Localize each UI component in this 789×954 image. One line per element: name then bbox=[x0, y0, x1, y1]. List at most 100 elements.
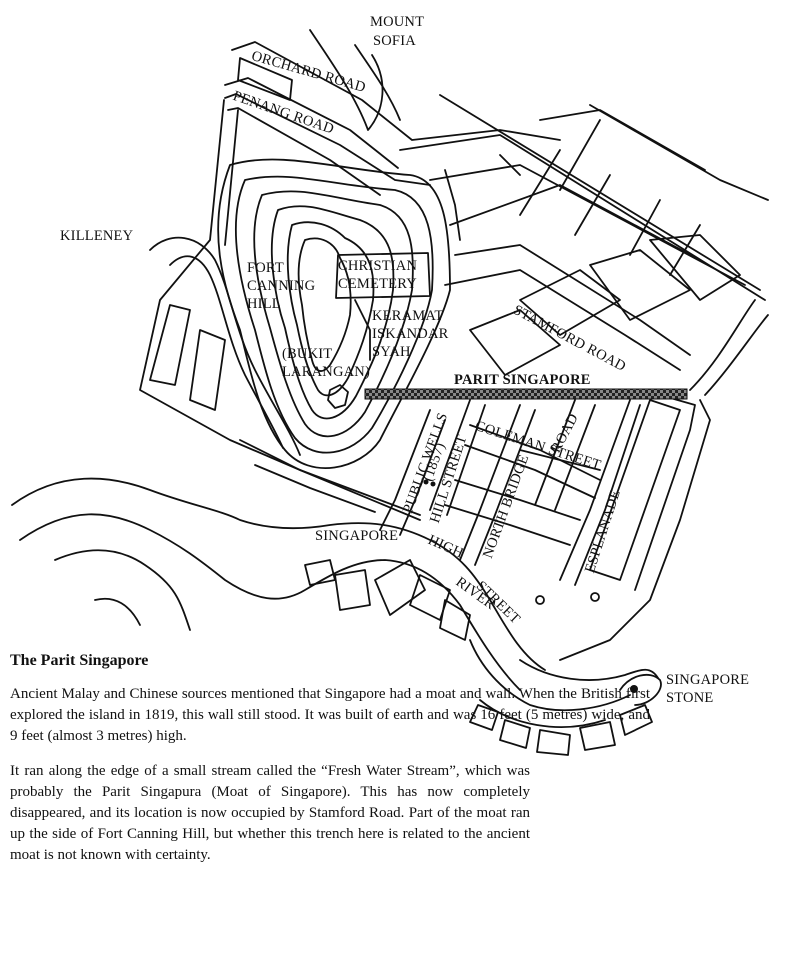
esplanade-block bbox=[634, 394, 696, 591]
grid-street bbox=[629, 199, 661, 256]
river-bank bbox=[11, 477, 546, 671]
coast-building bbox=[619, 704, 653, 736]
public-well-2 bbox=[430, 481, 436, 487]
esplanade-dot bbox=[535, 595, 545, 605]
hill-street-line bbox=[399, 419, 446, 536]
grid-line bbox=[454, 479, 581, 521]
esplanade-block bbox=[589, 399, 681, 581]
grid-line bbox=[534, 399, 576, 506]
label-text: SOFIA bbox=[373, 33, 416, 49]
grid-street bbox=[444, 169, 461, 241]
esplanade-dot bbox=[590, 592, 600, 602]
contour-line bbox=[234, 175, 434, 454]
stamford-road-line bbox=[704, 314, 769, 396]
contour-line bbox=[149, 236, 301, 456]
label-fort-canning-1: FORT bbox=[247, 260, 284, 276]
grid-line bbox=[446, 404, 486, 516]
city-block bbox=[589, 249, 691, 321]
label-parit-singapore: PARIT SINGAPORE bbox=[454, 372, 591, 388]
contour-line bbox=[270, 205, 395, 420]
contour-line bbox=[286, 221, 375, 397]
esplanade-coast bbox=[559, 399, 711, 661]
grid-line bbox=[429, 399, 471, 511]
grid-line bbox=[474, 409, 536, 566]
penang-road bbox=[224, 93, 431, 186]
label-keramat-3: SYAH bbox=[372, 344, 411, 360]
riverside-building bbox=[409, 574, 451, 621]
grid-street bbox=[499, 154, 521, 176]
penang-road bbox=[227, 107, 381, 196]
label-text: MOUNT bbox=[370, 14, 425, 30]
orchard-road bbox=[231, 41, 561, 141]
label-fort-canning-2: CANNING bbox=[247, 278, 316, 294]
contour-line bbox=[297, 237, 352, 372]
mount-sofia-contour bbox=[309, 29, 384, 131]
bukit-building bbox=[327, 384, 349, 409]
label-bukit-larangan-2: LARANGAN) bbox=[282, 364, 370, 380]
grid-line bbox=[574, 404, 641, 586]
river-mouth bbox=[469, 639, 631, 712]
stamford-road-line bbox=[689, 299, 756, 391]
orchard-road bbox=[224, 77, 399, 169]
label-singapore-river-1: SINGAPORE bbox=[315, 528, 399, 544]
river-bank bbox=[19, 513, 521, 691]
grid-street bbox=[519, 149, 561, 216]
river-bank bbox=[94, 597, 141, 626]
coast-building bbox=[469, 704, 499, 731]
grid-line bbox=[459, 404, 521, 561]
label-killeney: KILLENEY bbox=[60, 228, 134, 244]
river-mouth bbox=[519, 659, 659, 681]
hill-street-line bbox=[379, 409, 431, 531]
riverside-building bbox=[374, 559, 426, 616]
caption-paragraph-2: It ran along the edge of a small stream … bbox=[10, 763, 530, 863]
north-road bbox=[589, 104, 769, 201]
north-road bbox=[399, 134, 766, 301]
coast-building bbox=[579, 721, 616, 751]
hill-road bbox=[254, 464, 376, 513]
city-block bbox=[649, 234, 741, 301]
grid-street bbox=[574, 174, 611, 236]
coleman-street-line bbox=[469, 424, 601, 481]
north-road bbox=[449, 184, 701, 261]
caption: The Parit Singapore Ancient Malay and Ch… bbox=[10, 652, 765, 880]
label-fort-canning-3: HILL bbox=[247, 296, 281, 312]
label-christian-cemetery-1: CHRISTIAN bbox=[338, 258, 418, 274]
label-keramat-2: ISKANDAR bbox=[372, 326, 449, 342]
west-road bbox=[224, 109, 239, 246]
label-singapore-stone-2: STONE bbox=[666, 690, 714, 706]
hill-road bbox=[239, 439, 421, 516]
coast-building bbox=[499, 719, 531, 749]
river-mouth bbox=[479, 699, 606, 728]
label-bukit-larangan-1: (BUKIT bbox=[282, 346, 333, 362]
christian-cemetery bbox=[335, 252, 431, 299]
riverside-building bbox=[439, 599, 471, 641]
west-road bbox=[189, 329, 226, 411]
grid-line bbox=[559, 399, 631, 581]
label-singapore-stone-1: SINGAPORE bbox=[666, 672, 750, 688]
label-keramat-1: KERAMAT bbox=[372, 308, 444, 324]
orchard-block bbox=[237, 57, 293, 101]
grid-street bbox=[559, 119, 601, 191]
stamford-road-line bbox=[444, 269, 681, 371]
stamford-road-line bbox=[454, 244, 691, 356]
river-bank bbox=[54, 549, 191, 631]
grid-street bbox=[669, 224, 701, 276]
city-block bbox=[469, 309, 561, 376]
riverside-building bbox=[334, 569, 371, 611]
contour-line bbox=[253, 190, 414, 438]
contour-line bbox=[169, 255, 284, 449]
west-road bbox=[149, 304, 191, 386]
parit-singapore-moat bbox=[364, 388, 688, 400]
label-mount-sofia-2: SOFIA bbox=[373, 33, 416, 50]
caption-paragraph-1: Ancient Malay and Chinese sources mentio… bbox=[10, 686, 650, 744]
north-road bbox=[429, 164, 746, 286]
singapore-stone-marker bbox=[630, 685, 638, 693]
north-bridge-line bbox=[519, 449, 601, 471]
caption-title: The Parit Singapore bbox=[10, 652, 149, 669]
stone-outline bbox=[619, 673, 662, 706]
label-christian-cemetery-2: CEMETERY bbox=[338, 276, 417, 292]
grid-line bbox=[554, 404, 596, 511]
city-block bbox=[519, 269, 621, 336]
public-well-1 bbox=[423, 479, 429, 485]
